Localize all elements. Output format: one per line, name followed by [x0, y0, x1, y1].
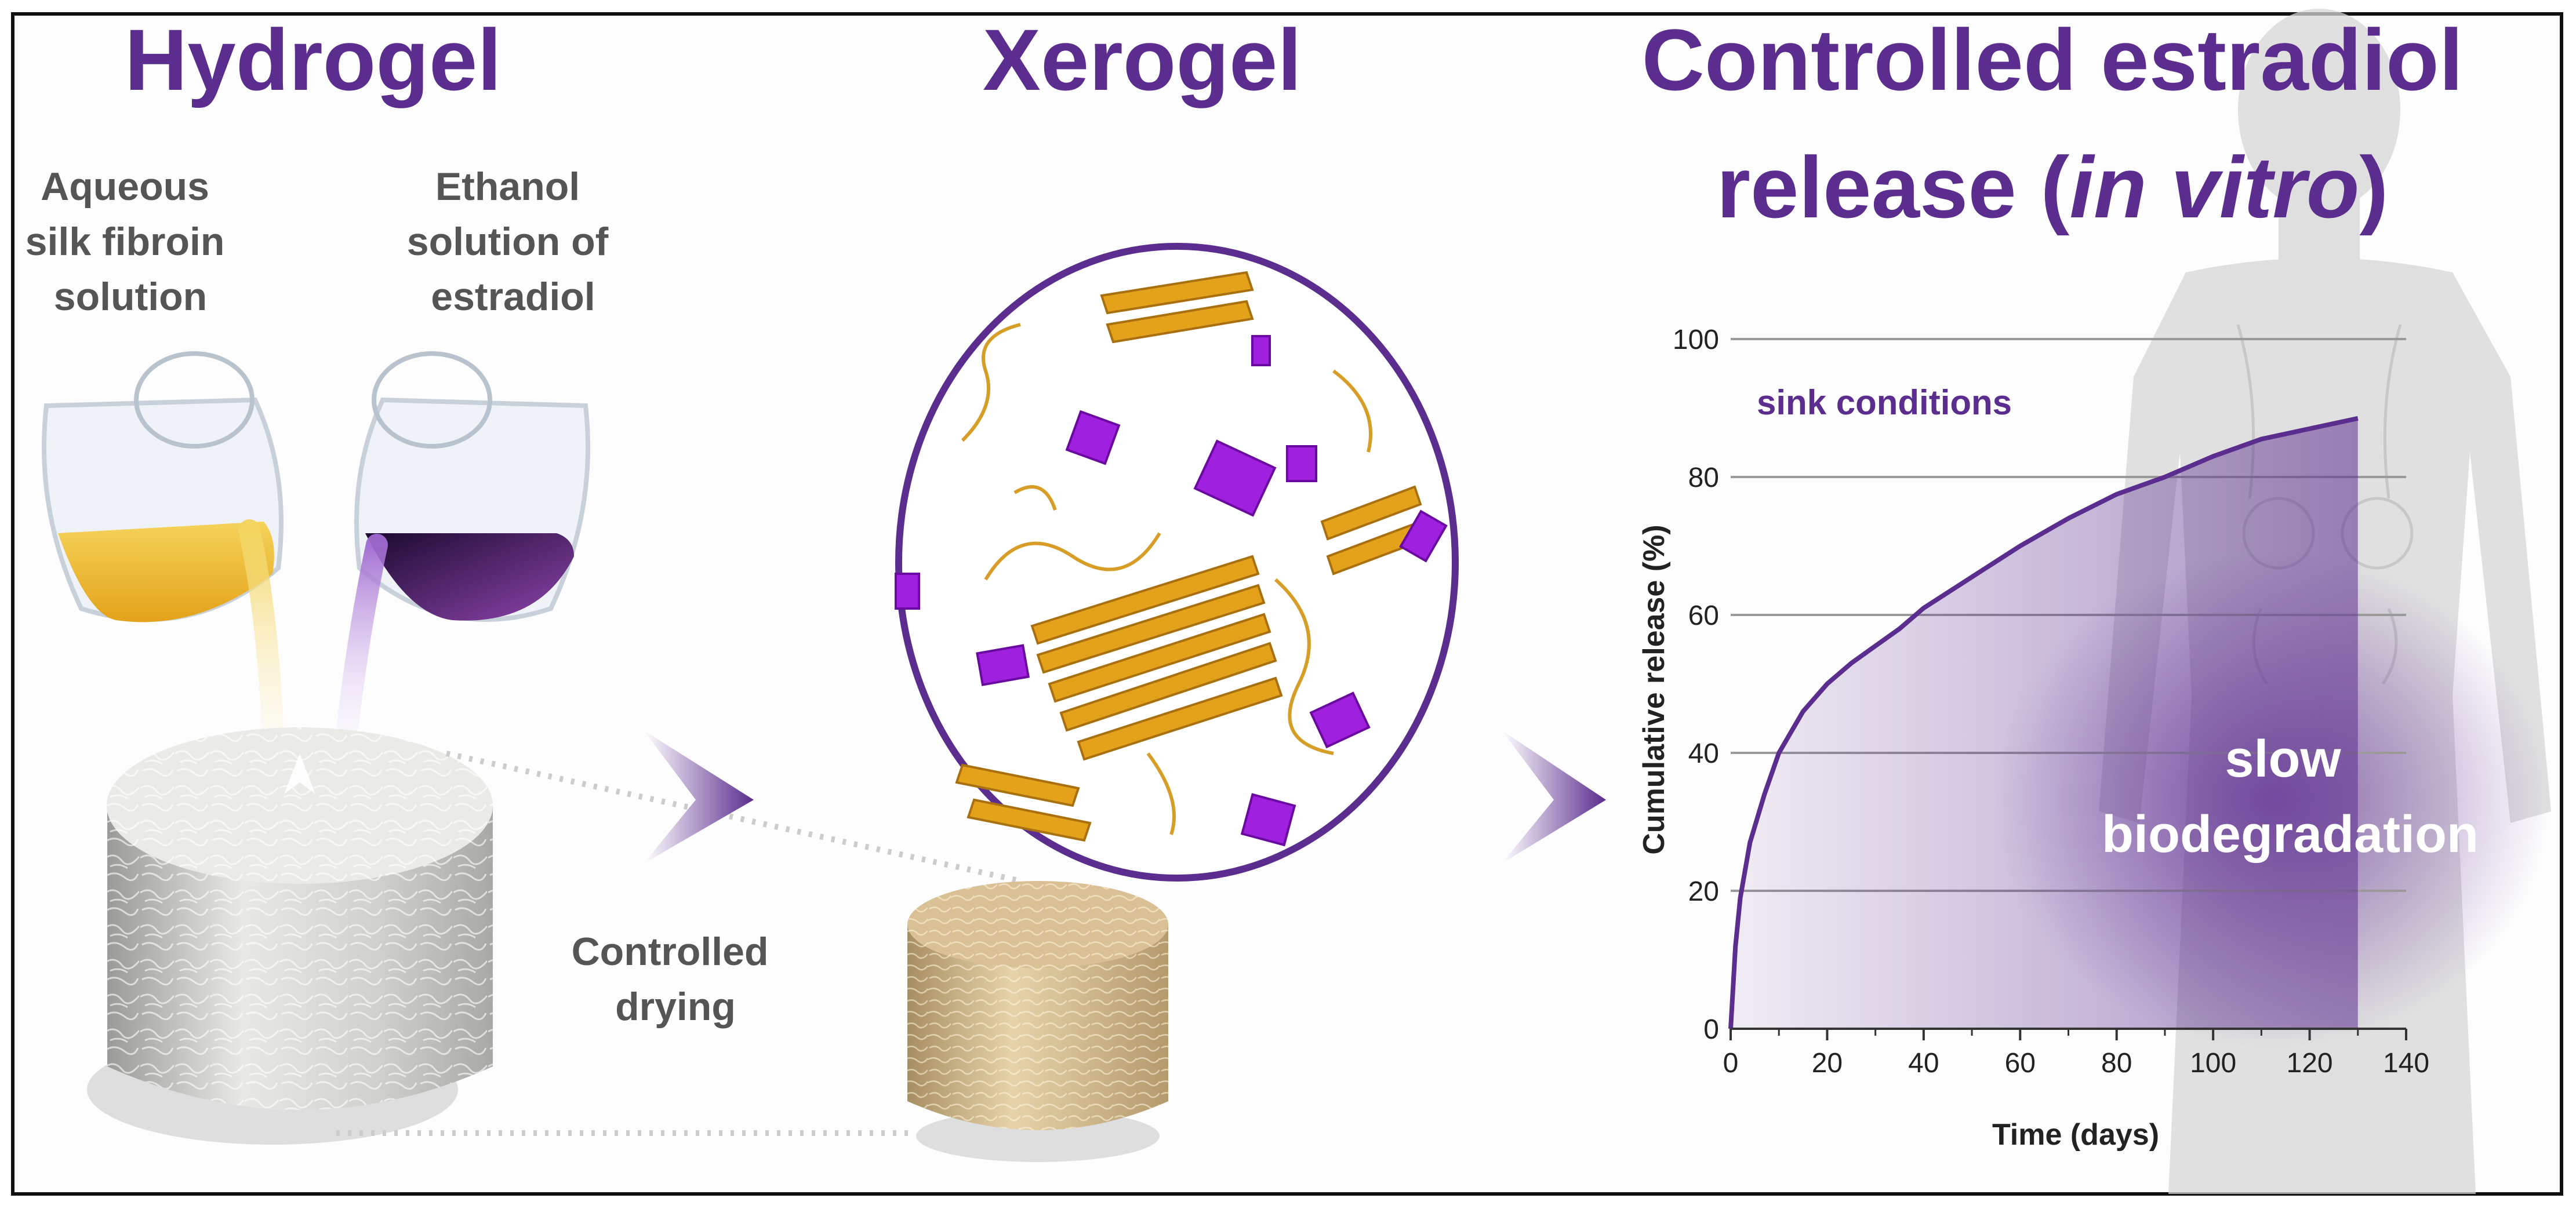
protein-ribbon-icon — [955, 271, 1428, 842]
beaker-icon — [337, 351, 590, 735]
y-axis-label: Cumulative release (%) — [1637, 525, 1671, 854]
x-tick-label: 100 — [2190, 1048, 2236, 1079]
xerogel-title: Xerogel — [983, 11, 1302, 108]
x-tick-label: 40 — [1908, 1048, 1939, 1079]
x-tick-label: 80 — [2101, 1048, 2132, 1079]
x-tick-label: 20 — [1812, 1048, 1843, 1079]
controlled-drying-label: Controlled drying — [572, 930, 780, 1029]
y-tick-label: 0 — [1703, 1014, 1719, 1045]
x-tick-label: 120 — [2287, 1048, 2333, 1079]
y-tick-label: 60 — [1688, 600, 1719, 631]
x-tick-label: 140 — [2383, 1048, 2429, 1079]
molecular-view — [895, 243, 1459, 882]
release-chart: 0 20 40 60 80 100 0 20 40 60 80 100 120 140 sink cond… — [1637, 325, 2429, 1152]
y-tick-label: 40 — [1688, 738, 1719, 769]
xerogel-cylinder-icon — [907, 881, 1168, 1162]
y-tick-label: 20 — [1688, 876, 1719, 907]
hydrogel-panel: Hydrogel Aqueous silk fibroin solution E… — [26, 11, 1022, 1145]
slow-biodegradation-label: slow biodegradation — [2102, 730, 2479, 864]
ethanol-solution-label: Ethanol solution of estradiol — [407, 165, 619, 319]
dotted-guide-line — [445, 751, 1022, 884]
estradiol-crystal-icon — [895, 335, 1448, 847]
aqueous-solution-label: Aqueous silk fibroin solution — [26, 165, 236, 319]
hydrogel-cylinder-icon — [87, 727, 493, 1145]
chevron-arrow-icon — [644, 730, 754, 864]
y-tick-label: 80 — [1688, 463, 1719, 493]
x-axis-label: Time (days) — [1992, 1118, 2159, 1152]
release-curve — [1728, 416, 2359, 1029]
release-title: Controlled estradiol — [1642, 11, 2464, 108]
xerogel-panel: Xerogel — [895, 11, 1459, 1162]
beaker-icon — [42, 351, 284, 735]
sink-conditions-annotation: sink conditions — [1757, 383, 2012, 422]
hydrogel-title: Hydrogel — [125, 11, 502, 108]
chevron-arrow-icon — [1502, 730, 1606, 864]
x-tick-label: 60 — [2005, 1048, 2036, 1079]
release-title-line2: release (in vitro) — [1717, 139, 2389, 236]
y-tick-label: 100 — [1673, 325, 1719, 355]
release-panel: Controlled estradiol release (in vitro) … — [1637, 9, 2551, 1194]
x-tick-label: 0 — [1723, 1048, 1739, 1079]
release-area — [1731, 418, 2358, 1029]
